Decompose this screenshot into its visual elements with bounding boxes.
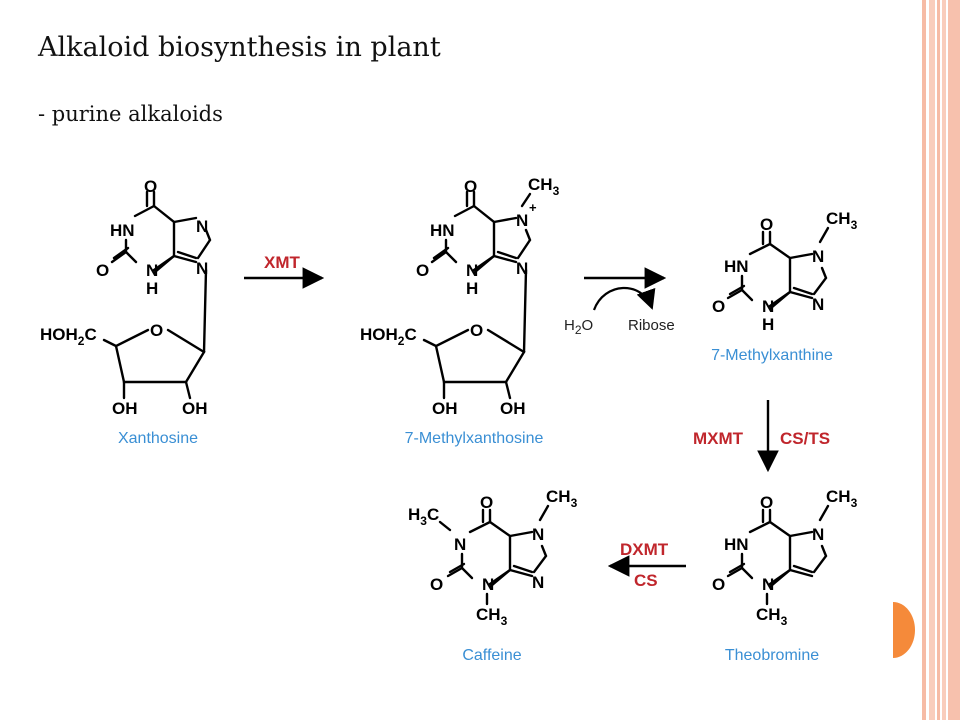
svg-text:HN: HN [430,221,455,240]
svg-text:N: N [532,573,544,592]
border-stripe [942,0,946,720]
theobromine-structure: O CH3 HN N O N CH3 [712,487,858,628]
svg-text:N: N [146,261,158,280]
svg-text:OH: OH [500,399,526,418]
border-stripe [937,0,940,720]
slide-title: Alkaloid biosynthesis in plant [38,32,441,63]
compound-name-methylxanthine: 7-Methylxanthine [711,347,833,364]
compound-name-xanthosine: Xanthosine [118,430,198,447]
svg-text:CH3: CH3 [528,175,560,198]
svg-text:O: O [712,575,725,594]
xanthosine-structure: O HN N O N H N O HOH2C OH OH [40,177,212,418]
enzyme-dxmt: DXMT [620,540,669,559]
svg-text:HN: HN [110,221,135,240]
svg-text:N: N [466,261,478,280]
svg-text:N: N [454,535,466,554]
svg-text:O: O [416,261,429,280]
caffeine-structure: O CH3 H3C N N O N N CH3 [408,487,578,628]
svg-text:CH3: CH3 [546,487,578,510]
svg-text:O: O [760,493,773,512]
compound-name-theobromine: Theobromine [725,647,819,664]
next-slide-icon[interactable] [893,602,915,658]
svg-text:N: N [812,247,824,266]
enzyme-xmt: XMT [264,253,301,272]
svg-text:N: N [812,525,824,544]
svg-text:HOH2C: HOH2C [360,325,417,348]
svg-text:HOH2C: HOH2C [40,325,97,348]
methylxanthine-structure: O CH3 HN N O N H N [712,209,858,334]
svg-text:N: N [482,575,494,594]
svg-text:CH3: CH3 [476,605,508,628]
svg-text:O: O [150,321,163,340]
svg-text:+: + [529,200,537,215]
svg-text:N: N [196,217,208,236]
svg-text:CH3: CH3 [826,487,858,510]
svg-text:HN: HN [724,535,749,554]
svg-text:H: H [762,315,774,334]
svg-text:O: O [712,297,725,316]
svg-text:N: N [516,259,528,278]
reaction-arrows [244,267,779,577]
svg-text:O: O [430,575,443,594]
svg-text:O: O [760,215,773,234]
svg-text:O: O [144,177,157,196]
border-stripe [929,0,935,720]
enzyme-cs: CS [634,571,658,590]
svg-text:N: N [516,211,528,230]
enzyme-cs-ts: CS/TS [780,429,830,448]
svg-text:O: O [464,177,477,196]
svg-text:O: O [96,261,109,280]
svg-text:O: O [480,493,493,512]
methylxanthosine-structure: O CH3 HN N + O N H N O HOH2C OH OH [360,175,560,418]
svg-text:O: O [470,321,483,340]
svg-text:CH3: CH3 [826,209,858,232]
svg-text:N: N [762,297,774,316]
svg-text:H: H [146,279,158,298]
slide-subtitle: - purine alkaloids [38,102,223,126]
enzyme-mxmt: MXMT [693,429,744,448]
reagent-water: H2O [564,317,593,337]
compound-name-methylxanthosine: 7-Methylxanthosine [405,430,544,447]
svg-text:H3C: H3C [408,505,439,528]
svg-text:N: N [532,525,544,544]
border-stripe [922,0,926,720]
svg-text:N: N [762,575,774,594]
svg-text:H: H [466,279,478,298]
svg-text:HN: HN [724,257,749,276]
compound-name-caffeine: Caffeine [462,647,521,664]
svg-text:N: N [812,295,824,314]
svg-text:N: N [196,259,208,278]
svg-text:OH: OH [182,399,208,418]
reagent-ribose: Ribose [628,317,675,334]
arrow-curved-ribose [592,286,656,311]
border-stripe [948,0,960,720]
svg-text:CH3: CH3 [756,605,788,628]
svg-text:OH: OH [112,399,138,418]
svg-text:OH: OH [432,399,458,418]
